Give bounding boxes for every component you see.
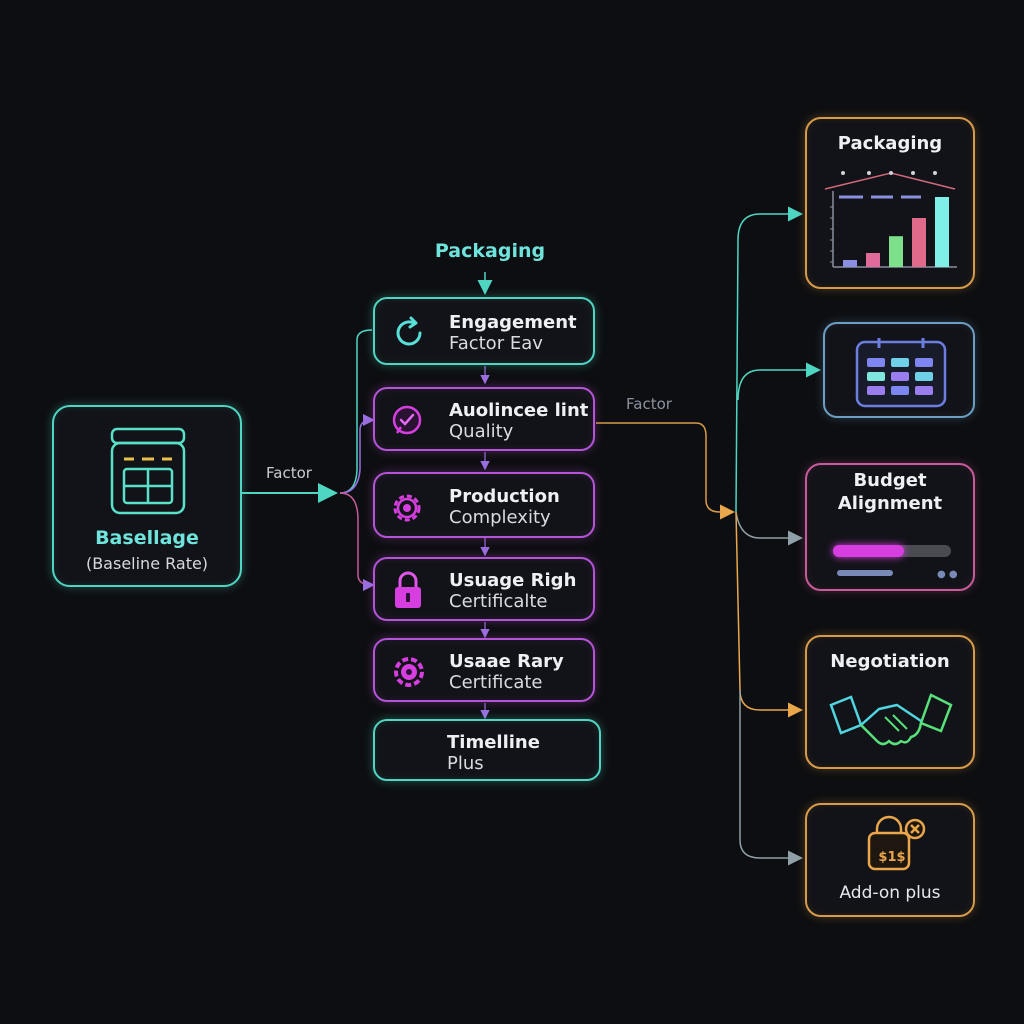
wire-to-budget — [735, 511, 803, 546]
budget-dots: ● ● — [937, 569, 958, 580]
chart-header-marker — [933, 171, 937, 175]
left-connector-label: Factor — [266, 464, 312, 482]
packaging-bar-chart — [824, 171, 957, 268]
baseline-title: Basellage — [95, 527, 199, 549]
gear-icon — [394, 657, 424, 687]
wire-branch-engagement — [339, 329, 373, 494]
budget-progress-track — [833, 545, 951, 557]
calendar-icon — [855, 338, 947, 408]
output-negotiation-title: Negotiation — [830, 651, 950, 672]
chart-header-marker — [841, 171, 845, 175]
wire-to-calendar — [737, 362, 821, 401]
chart-header-line — [824, 172, 956, 190]
top-packaging-label: Packaging — [434, 240, 546, 262]
baseline-rate-node[interactable]: Basellage (Baseline Rate) — [52, 405, 242, 587]
wire-branch-usage — [339, 492, 375, 591]
output-addon-node[interactable]: $1$ Add-on plus — [805, 803, 975, 917]
output-calendar-node[interactable] — [823, 322, 975, 418]
refresh-icon — [396, 316, 422, 346]
wire-to-packaging — [735, 206, 803, 513]
chart-bar — [889, 236, 903, 267]
handshake-icon — [829, 693, 953, 746]
chart-header-marker — [889, 171, 893, 175]
price-tag-icon — [867, 815, 926, 871]
chart-bar — [912, 218, 926, 267]
chart-bar — [866, 253, 880, 267]
budget-progress-fill — [833, 545, 904, 557]
wire-chain-to-hub — [596, 422, 735, 520]
output-addon-title: Add-on plus — [839, 883, 941, 903]
wire-to-addon — [739, 690, 803, 866]
budget-caption-bar — [837, 570, 893, 576]
chart-header-marker — [911, 171, 915, 175]
chart-bar — [843, 260, 857, 267]
calendar-grid-icon — [110, 427, 186, 515]
wire-to-negotiation — [735, 511, 803, 718]
output-packaging-node[interactable]: Packaging — [805, 117, 975, 289]
baseline-subtitle: (Baseline Rate) — [85, 554, 209, 573]
chart-header-marker — [867, 171, 871, 175]
wire-branch-audience — [339, 414, 375, 494]
chart-bar — [935, 197, 949, 267]
gear-icon — [393, 494, 421, 522]
output-negotiation-node[interactable]: Negotiation — [805, 635, 975, 769]
addon-price-tag-text: $1$ — [878, 850, 906, 865]
lock-icon — [395, 571, 421, 608]
mid-connector-label: Factor — [626, 395, 672, 413]
check-badge-icon — [392, 405, 422, 435]
output-packaging-title: Packaging — [837, 133, 943, 154]
